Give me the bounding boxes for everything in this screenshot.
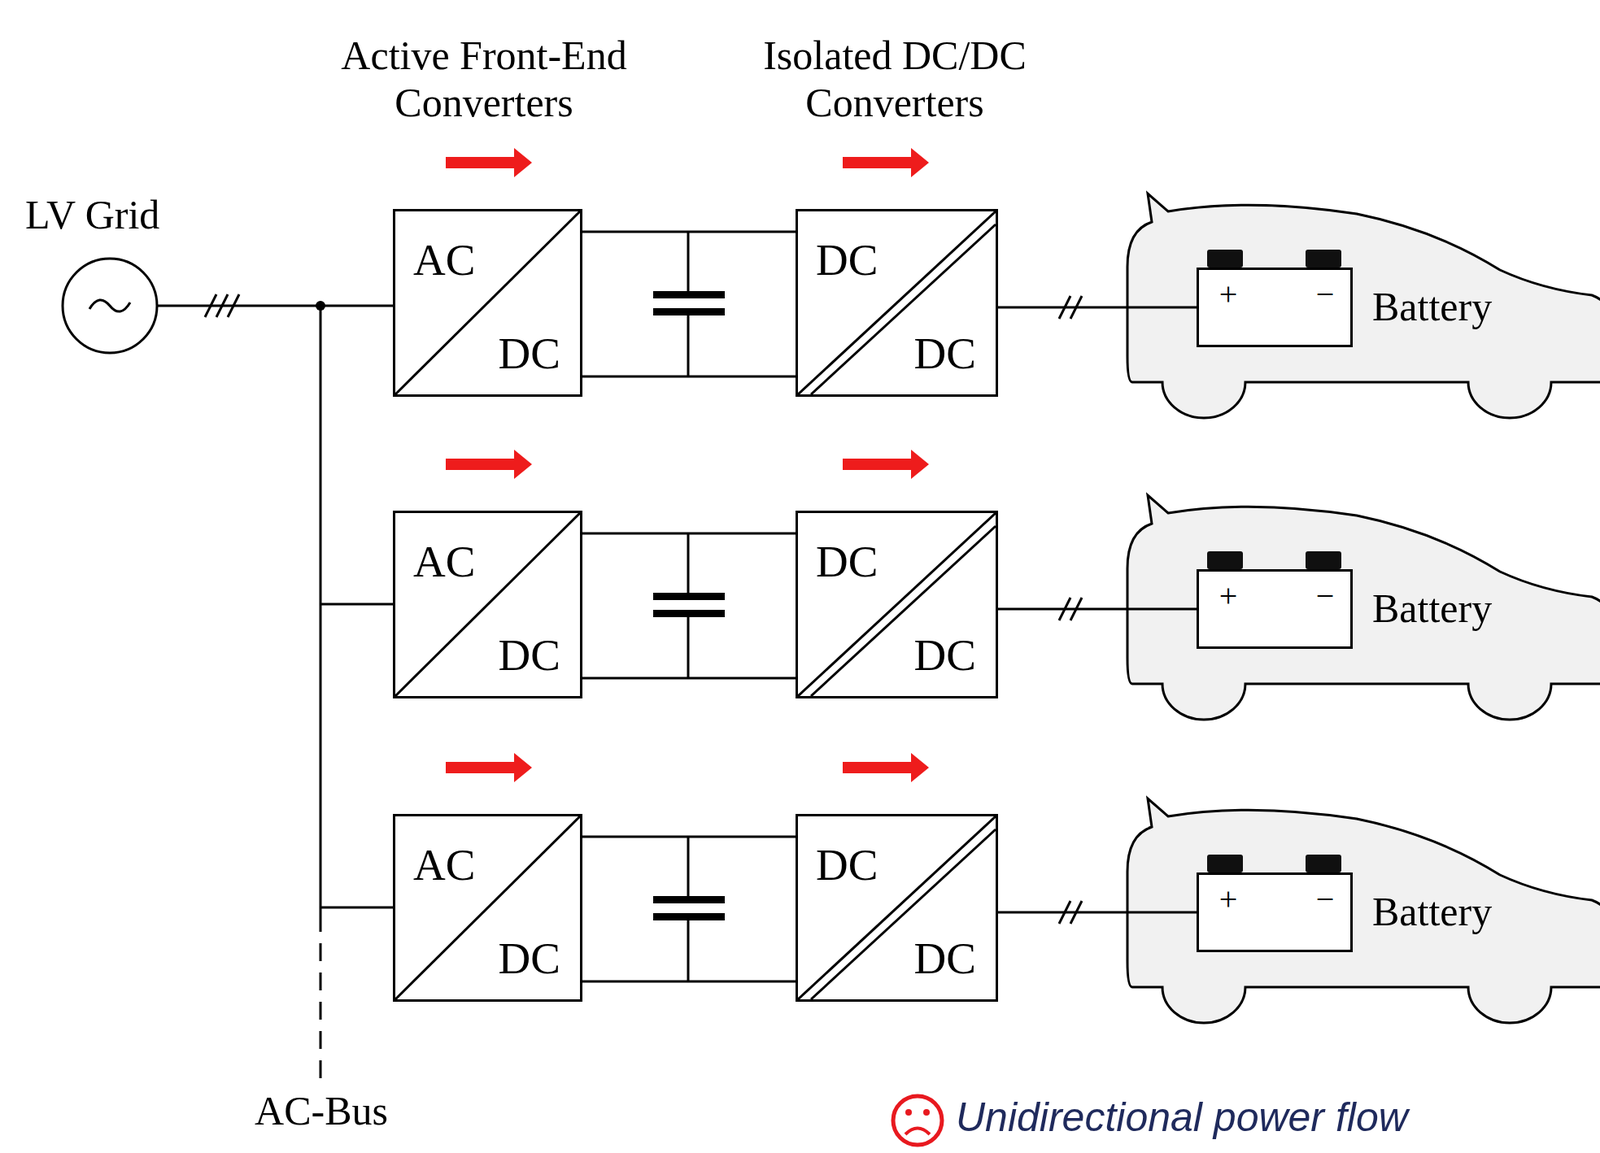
converter-label: DC	[914, 934, 977, 985]
three-phase-mark	[216, 294, 228, 318]
converter-label: DC	[815, 235, 878, 286]
power-flow-arrow	[445, 753, 532, 783]
connector-wire	[582, 836, 796, 839]
converter-label: DC	[815, 841, 878, 891]
ac-dc-converter: AC DC	[392, 209, 583, 397]
capacitor-lead	[687, 314, 690, 377]
capacitor-plate	[653, 308, 725, 316]
diagonal-line	[395, 211, 580, 395]
converter-label: DC	[498, 631, 561, 681]
converter-label: DC	[914, 631, 977, 681]
converter-label: DC	[815, 537, 878, 588]
note-text: Unidirectional power flow	[955, 1094, 1591, 1143]
polarity-sign: +	[1219, 881, 1239, 918]
capacitor-lead	[687, 616, 690, 679]
capacitor-plate	[653, 913, 725, 921]
converter-label: AC	[413, 235, 476, 286]
capacitor-lead	[687, 837, 690, 900]
bus-tap	[320, 906, 393, 910]
diagonal-line	[395, 513, 580, 697]
dc-dc-converter: DC DC	[795, 510, 999, 699]
ac-dc-converter: AC DC	[392, 814, 583, 1003]
power-flow-arrow	[842, 449, 929, 480]
dc-dc-converter: DC DC	[795, 209, 999, 397]
ac-source	[62, 258, 157, 354]
connector-wire	[582, 231, 796, 234]
connector-wire	[582, 532, 796, 536]
polarity-sign: −	[1316, 276, 1335, 313]
battery-label: Battery	[1372, 889, 1492, 935]
capacitor-lead	[687, 533, 690, 597]
grid-wire	[156, 305, 393, 308]
sad-face-mouth	[905, 1129, 930, 1136]
sad-face-icon	[893, 1096, 942, 1146]
capacitor-lead	[687, 231, 690, 295]
capacitor-plate	[653, 610, 725, 618]
car-body	[1127, 193, 1600, 419]
ac-dc-converter: AC DC	[392, 510, 583, 699]
capacitor-lead	[687, 919, 690, 982]
electric-vehicle: Battery+−	[1127, 495, 1600, 724]
electric-vehicle: Battery+−	[1127, 798, 1600, 1027]
sad-face-eye	[923, 1109, 930, 1117]
battery-label: Battery	[1372, 586, 1492, 632]
sine-symbol	[89, 300, 131, 312]
three-phase-mark	[227, 294, 240, 318]
diagonal-line	[797, 513, 996, 697]
ac-bus-dashed	[319, 914, 323, 1082]
diagram-label: Active Front-End Converters	[296, 32, 672, 127]
capacitor-plate	[653, 592, 725, 601]
diagonal-line	[395, 816, 580, 1000]
converter-label: AC	[413, 537, 476, 588]
capacitor-plate	[653, 896, 725, 904]
diagonal-line	[797, 816, 996, 1000]
car-body	[1127, 798, 1600, 1024]
dc-dc-converter: DC DC	[795, 814, 999, 1003]
converter-label: DC	[498, 329, 561, 380]
car-body	[1127, 495, 1600, 720]
electric-vehicle: Battery+−	[1127, 193, 1600, 422]
power-flow-arrow	[842, 753, 929, 783]
power-flow-arrow	[842, 148, 929, 178]
battery-box: +−	[1196, 267, 1353, 348]
polarity-sign: +	[1219, 578, 1239, 615]
battery-box: +−	[1196, 569, 1353, 650]
three-phase-mark	[204, 294, 217, 318]
diagram-label: AC-Bus	[199, 1088, 444, 1136]
converter-label: DC	[914, 329, 977, 380]
isolation-line	[810, 224, 996, 395]
converter-label: DC	[498, 934, 561, 985]
diagram-label: Isolated DC/DC Converters	[707, 32, 1082, 127]
polarity-sign: −	[1316, 578, 1335, 615]
battery-label: Battery	[1372, 284, 1492, 330]
converter-label: AC	[413, 841, 476, 891]
polarity-sign: −	[1316, 881, 1335, 918]
capacitor-plate	[653, 291, 725, 299]
ac-bus	[319, 305, 323, 915]
battery-box: +−	[1196, 872, 1353, 953]
diagram-label: LV Grid	[25, 191, 270, 240]
isolation-line	[810, 829, 996, 1000]
polarity-sign: +	[1219, 276, 1239, 313]
bus-tap	[320, 603, 393, 606]
power-flow-arrow	[445, 148, 532, 178]
diagonal-line	[797, 211, 996, 395]
isolation-line	[810, 526, 996, 697]
power-flow-arrow	[445, 449, 532, 480]
sad-face-eye	[905, 1109, 912, 1117]
